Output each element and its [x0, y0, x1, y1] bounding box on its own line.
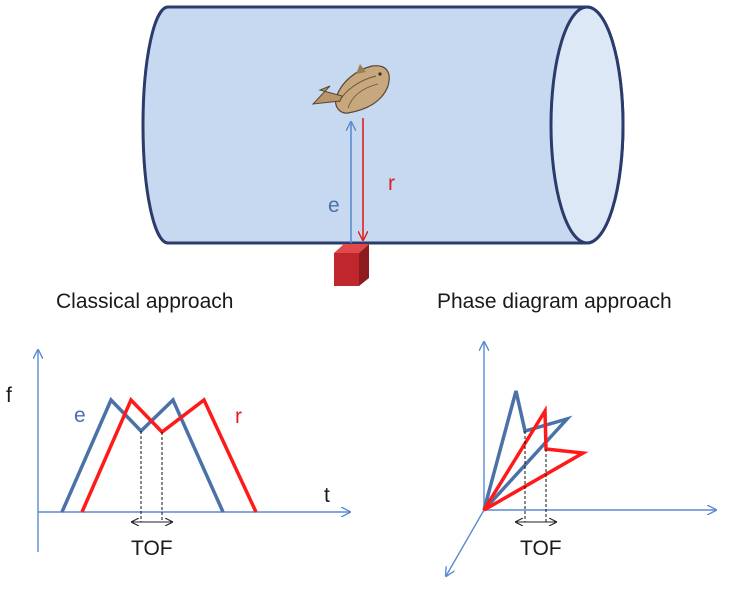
- reflected-curve: [80, 396, 258, 513]
- classical-y-axis-label: f: [6, 384, 12, 407]
- phase-tof-label: TOF: [520, 537, 562, 560]
- classical-x-axis-label: t: [324, 484, 330, 507]
- cylinder: [141, 5, 625, 245]
- classical-emitted-label: e: [74, 404, 86, 427]
- cylinder-reflected-label: r: [388, 172, 395, 195]
- phase-title: Phase diagram approach: [437, 290, 672, 313]
- emitted-curve: [60, 396, 225, 513]
- fish-target-icon: [311, 64, 390, 114]
- classical-reflected-label: r: [235, 405, 242, 428]
- phase-chart: TOF: [446, 342, 716, 576]
- cylinder-emitted-label: e: [328, 194, 340, 217]
- classical-chart: f t e r TOF: [6, 350, 350, 560]
- classical-tof-label: TOF: [131, 537, 173, 560]
- phase-diagonal-axis: [446, 509, 485, 576]
- classical-title: Classical approach: [56, 290, 233, 313]
- cylinder-end-cap: [549, 5, 625, 245]
- transducer-cube: [334, 244, 369, 286]
